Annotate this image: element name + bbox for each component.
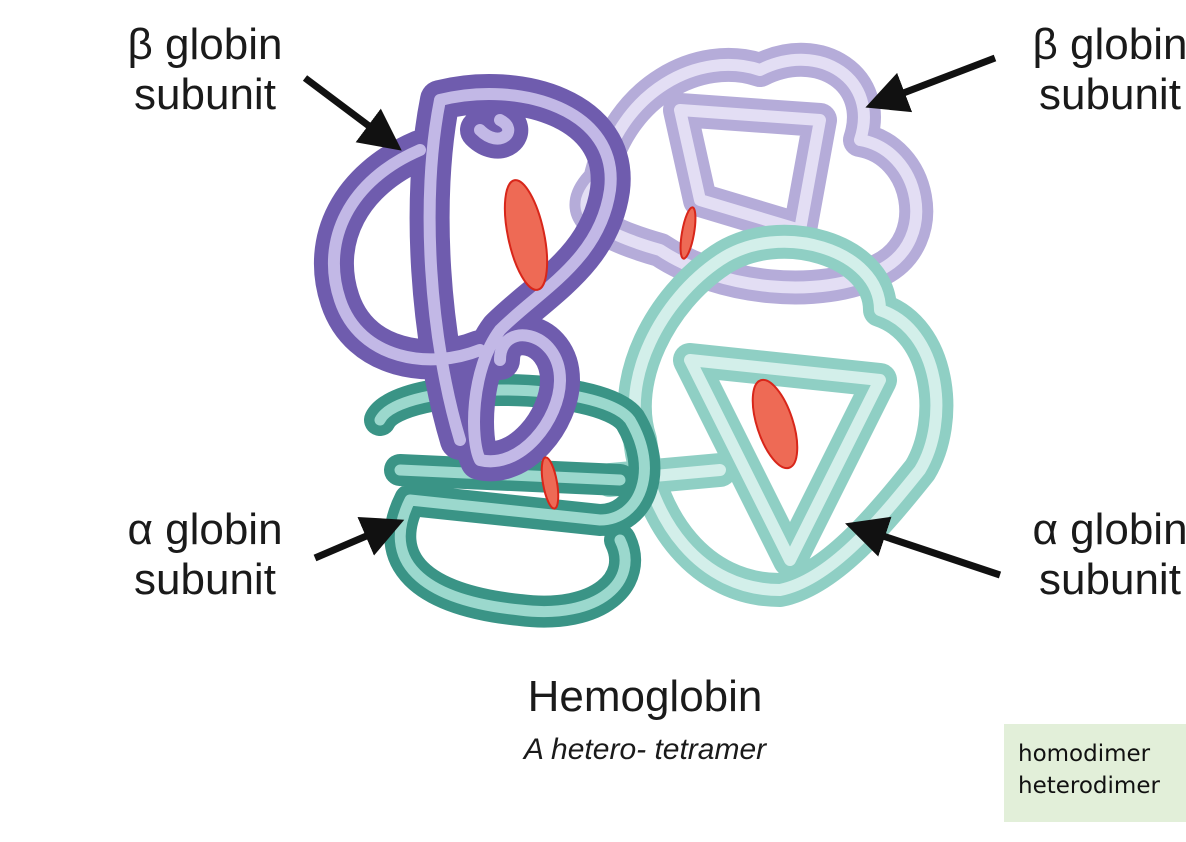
beta-subunit-right (569, 42, 934, 305)
arrow-alpha-left (313, 516, 405, 562)
arrow-alpha-right (845, 516, 1002, 579)
label-alpha-left: α globin subunit (127, 505, 283, 604)
beta-subunit-left (313, 74, 631, 482)
note-homodimer: homodimer (1018, 741, 1151, 767)
label-alpha-right: α globin subunit (1032, 505, 1186, 604)
alpha-subunit-left (364, 374, 661, 628)
arrow-beta-right (865, 54, 997, 113)
arrow-beta-left (302, 75, 402, 151)
dimer-note-box: homodimer heterodimer (1004, 724, 1186, 822)
label-beta-left: β globin subunit (127, 20, 283, 119)
heme-groups (503, 179, 799, 510)
figure-title: Hemoglobin (527, 672, 763, 721)
note-heterodimer: heterodimer (1018, 773, 1160, 799)
figure-subtitle: A hetero- tetramer (523, 733, 767, 766)
label-beta-right: β globin subunit (1032, 20, 1186, 119)
